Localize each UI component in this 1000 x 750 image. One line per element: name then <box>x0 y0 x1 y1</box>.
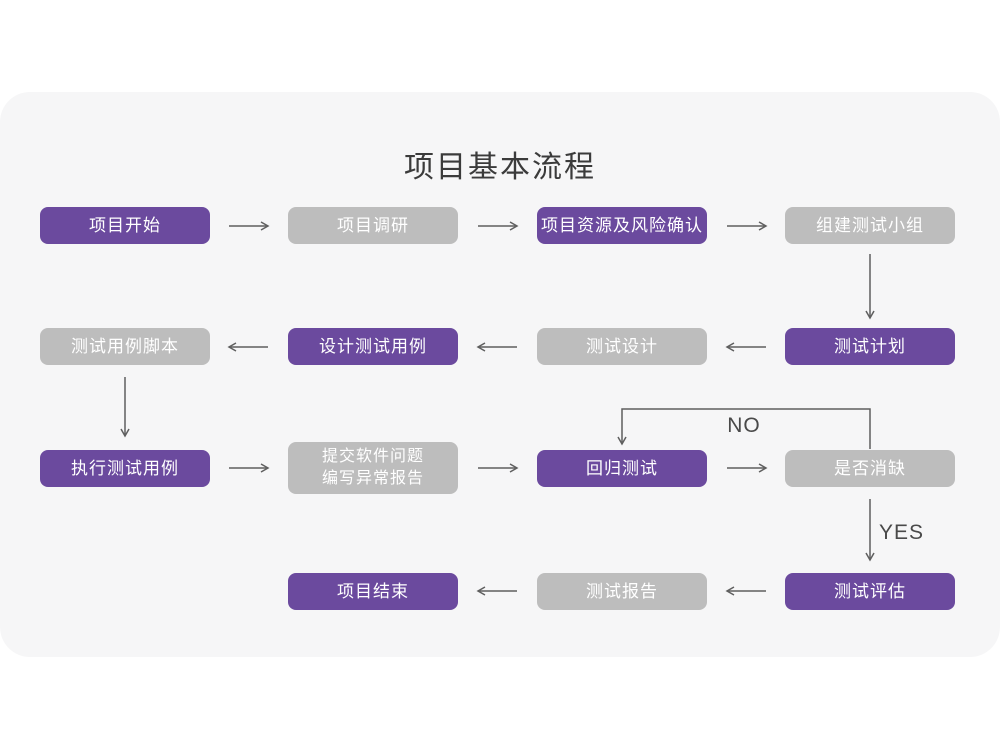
node-test-design: 测试设计 <box>537 328 707 365</box>
node-project-end: 项目结束 <box>288 573 458 610</box>
node-test-evaluation: 测试评估 <box>785 573 955 610</box>
node-build-test-team: 组建测试小组 <box>785 207 955 244</box>
node-resources-risk-confirm: 项目资源及风险确认 <box>537 207 707 244</box>
edge-label-yes: YES <box>879 521 925 544</box>
diagram-title: 项目基本流程 <box>404 151 596 184</box>
node-test-case-scripts: 测试用例脚本 <box>40 328 210 365</box>
flowchart-card <box>0 92 1000 657</box>
node-regression-test: 回归测试 <box>537 450 707 487</box>
node-design-test-cases: 设计测试用例 <box>288 328 458 365</box>
node-defect-cleared: 是否消缺 <box>785 450 955 487</box>
node-test-plan: 测试计划 <box>785 328 955 365</box>
node-test-report: 测试报告 <box>537 573 707 610</box>
node-execute-test-cases: 执行测试用例 <box>40 450 210 487</box>
node-project-research: 项目调研 <box>288 207 458 244</box>
edge-label-no: NO <box>727 414 761 437</box>
node-project-start: 项目开始 <box>40 207 210 244</box>
node-submit-issue-report: 提交软件问题 编写异常报告 <box>288 442 458 494</box>
